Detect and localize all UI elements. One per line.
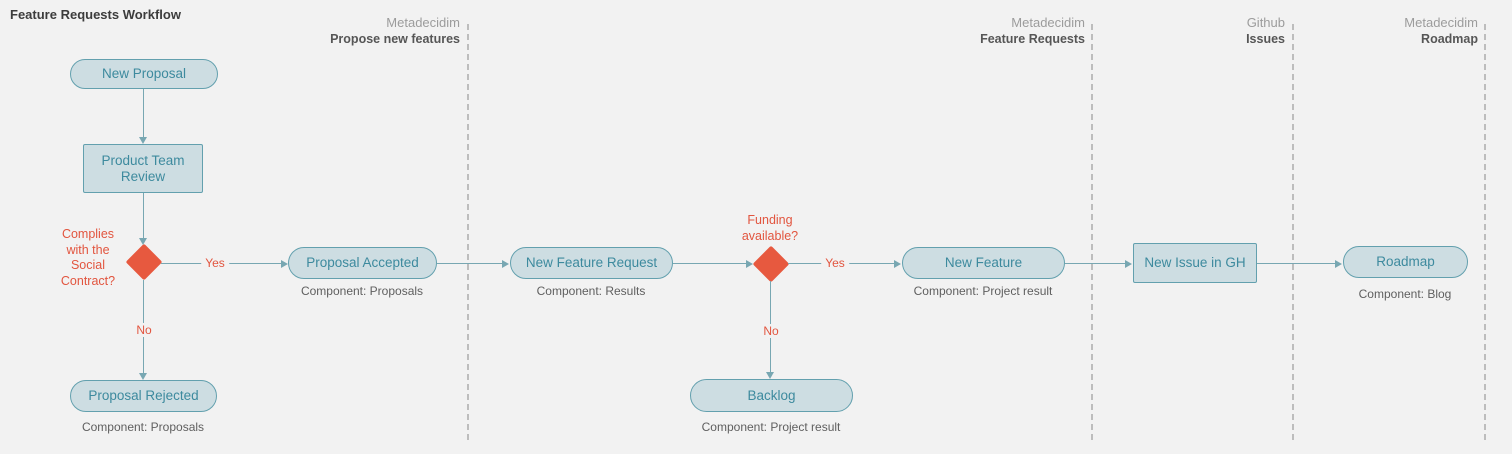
node-proposal-accepted: Proposal Accepted xyxy=(288,247,437,279)
connector xyxy=(1065,262,1125,264)
edge-label-yes: Yes xyxy=(821,256,849,270)
node-backlog: Backlog xyxy=(690,379,853,412)
node-new-feature-request: New Feature Request xyxy=(510,247,673,279)
connector xyxy=(142,89,145,138)
lane-divider xyxy=(467,24,469,440)
component-label: Component: Proposals xyxy=(81,420,205,434)
lane-header-github-issues: Github Issues xyxy=(1135,15,1285,47)
connector xyxy=(142,193,145,238)
component-label: Component: Blog xyxy=(1358,287,1452,301)
edge-label-no: No xyxy=(132,323,156,337)
component-label: Component: Project result xyxy=(913,284,1053,298)
node-new-proposal: New Proposal xyxy=(70,59,218,89)
lane-section-label: Issues xyxy=(1246,32,1285,46)
decision-label-funding: Funding available? xyxy=(741,213,799,243)
lane-section-label: Roadmap xyxy=(1421,32,1478,46)
edge-label-no: No xyxy=(759,324,783,338)
page-title: Feature Requests Workflow xyxy=(10,7,181,22)
lane-platform-label: Metadecidim xyxy=(386,15,460,30)
connector xyxy=(437,262,502,264)
lane-platform-label: Metadecidim xyxy=(1404,15,1478,30)
arrowhead-down-icon xyxy=(766,372,774,379)
connector xyxy=(1257,262,1335,264)
lane-header-feature-requests: Metadecidim Feature Requests xyxy=(885,15,1085,47)
node-product-team-review: Product Team Review xyxy=(83,144,203,193)
lane-section-label: Feature Requests xyxy=(980,32,1085,46)
arrowhead-right-icon xyxy=(746,259,753,268)
node-proposal-rejected: Proposal Rejected xyxy=(70,380,217,412)
decision-diamond-funding xyxy=(752,245,789,282)
decision-label-social-contract: Complies with the Social Contract? xyxy=(60,227,116,288)
arrowhead-right-icon xyxy=(1125,259,1132,268)
arrowhead-right-icon xyxy=(1335,259,1342,268)
component-label: Component: Proposals xyxy=(300,284,424,298)
node-new-feature: New Feature xyxy=(902,247,1065,279)
lane-platform-label: Github xyxy=(1246,15,1285,30)
component-label: Component: Project result xyxy=(701,420,841,434)
arrowhead-right-icon xyxy=(281,259,288,268)
arrowhead-down-icon xyxy=(139,238,147,245)
lane-platform-label: Metadecidim xyxy=(1011,15,1085,30)
node-new-issue-in-gh: New Issue in GH xyxy=(1133,243,1257,283)
edge-label-yes: Yes xyxy=(201,256,229,270)
lane-header-propose-new-features: Metadecidim Propose new features xyxy=(260,15,460,47)
lane-divider xyxy=(1091,24,1093,440)
node-roadmap: Roadmap xyxy=(1343,246,1468,278)
lane-divider xyxy=(1484,24,1486,440)
component-label: Component: Results xyxy=(536,284,646,298)
arrowhead-right-icon xyxy=(894,259,901,268)
arrowhead-down-icon xyxy=(139,373,147,380)
decision-diamond-social-contract xyxy=(125,243,162,280)
connector xyxy=(673,262,746,264)
lane-section-label: Propose new features xyxy=(330,32,460,46)
arrowhead-right-icon xyxy=(502,259,509,268)
lane-header-roadmap: Metadecidim Roadmap xyxy=(1328,15,1478,47)
arrowhead-down-icon xyxy=(139,137,147,144)
lane-divider xyxy=(1292,24,1294,440)
